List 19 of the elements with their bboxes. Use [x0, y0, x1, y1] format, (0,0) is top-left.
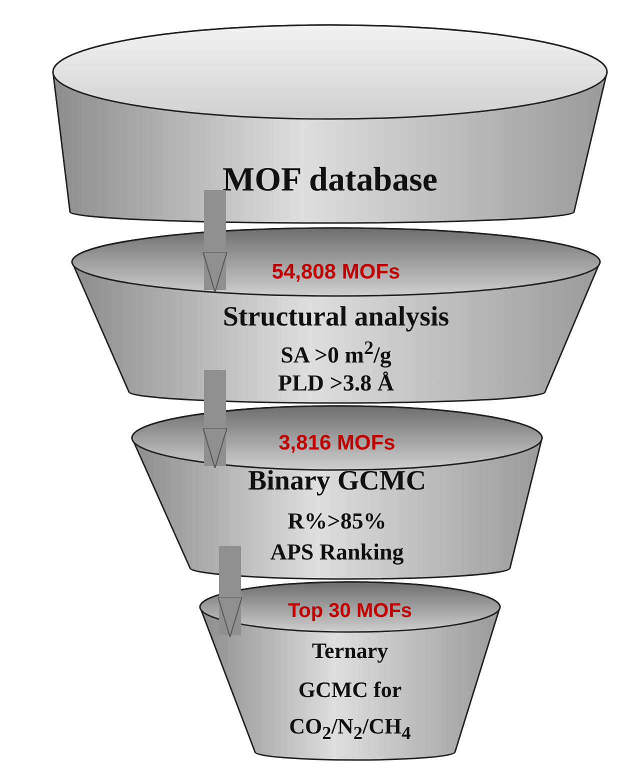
stage-text: R%>85% — [286, 508, 388, 534]
down-arrow — [202, 370, 228, 468]
funnel-segment — [130, 404, 544, 581]
stage-title: Structural analysis — [222, 302, 450, 334]
stage-text: SA >0 m$^{2}$/g — [280, 338, 392, 368]
count-label: 54,808 MOFs — [270, 260, 402, 284]
count-label: 3,816 MOFs — [278, 431, 396, 455]
stage-title: MOF database — [221, 161, 438, 199]
stage-title: Binary GCMC — [246, 466, 428, 498]
funnel-segment — [198, 580, 502, 762]
down-arrow — [202, 190, 228, 292]
stage-title: Ternary — [310, 638, 390, 664]
count-label: Top 30 MOFs — [286, 600, 414, 622]
funnel-segment — [51, 23, 609, 225]
stage-text: APS Ranking — [269, 539, 405, 565]
stage-text: PLD >3.8 Å — [277, 370, 395, 396]
stage-text: CO$_{2}$/N$_{2}$/CH$_{4}$ — [288, 714, 412, 744]
stage-text: GCMC for — [297, 678, 403, 702]
funnel-segment — [70, 226, 602, 405]
